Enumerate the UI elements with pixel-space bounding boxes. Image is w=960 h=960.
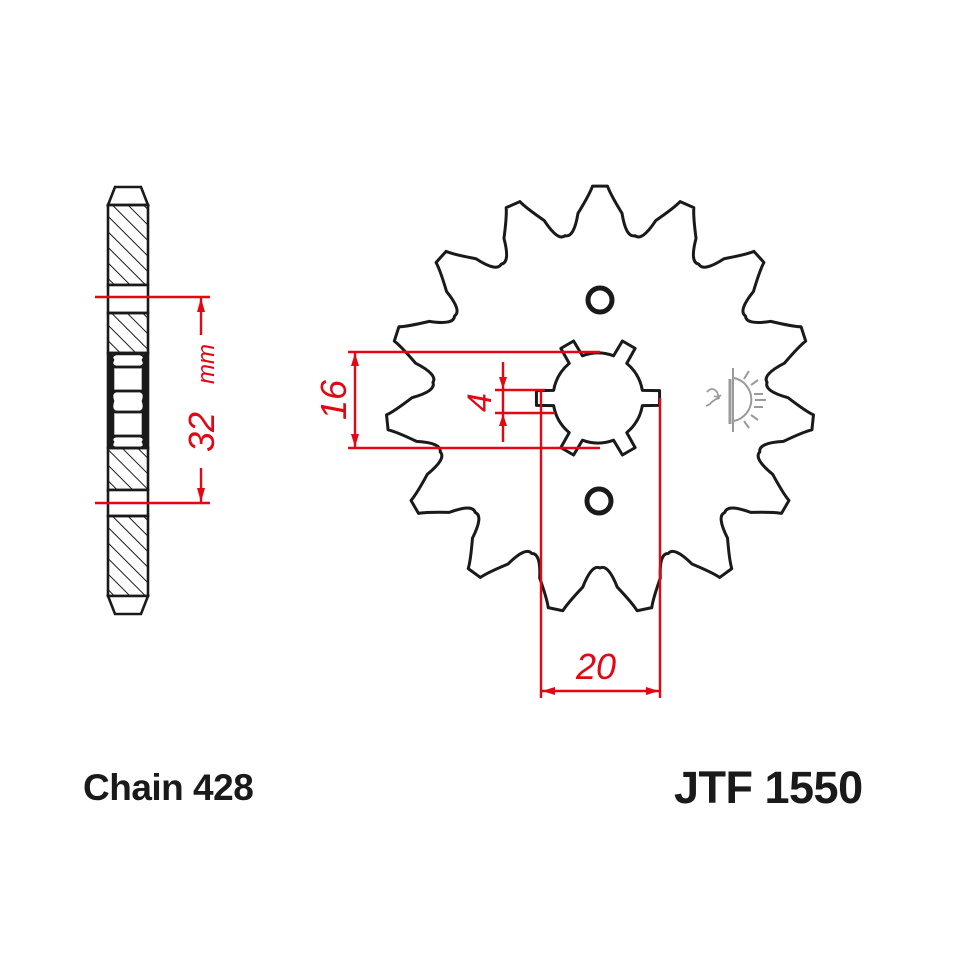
side-band-1 [106, 283, 150, 315]
chain-size-label: Chain 428 [83, 767, 254, 808]
dimension-20-value: 20 [575, 646, 616, 687]
side-hub-bead-1 [110, 352, 146, 369]
spline-bore [534, 339, 662, 457]
sprocket-outline [385, 184, 815, 613]
dimension-16: 16 [313, 350, 600, 450]
dimension-4: 4 [461, 362, 555, 442]
side-hub-slot-2 [111, 410, 145, 438]
bolt-hole-lower [584, 486, 614, 516]
dimension-32mm: 32 mm [95, 295, 222, 505]
dimension-20: 20 [539, 390, 662, 698]
dimension-4-value: 4 [461, 393, 499, 412]
side-hatch-top [106, 203, 150, 287]
sun-half-face-icon [705, 368, 766, 432]
side-hatch-lower-mid [106, 446, 150, 492]
side-hatch-bottom [106, 514, 150, 598]
side-top-chamfer [106, 185, 150, 207]
side-hub-slot-1 [111, 365, 145, 393]
part-number-label: JTF 1550 [674, 762, 863, 813]
side-hatch-upper-mid [106, 311, 150, 355]
side-bottom-chamfer [106, 594, 150, 616]
bolt-hole-upper [585, 285, 615, 315]
side-view [106, 185, 150, 616]
side-hub-bead-2 [110, 389, 146, 414]
front-view [385, 184, 815, 613]
dimension-32-unit: mm [193, 344, 220, 384]
dimension-16-value: 16 [313, 379, 354, 420]
dimension-32-value: 32 [181, 412, 222, 452]
